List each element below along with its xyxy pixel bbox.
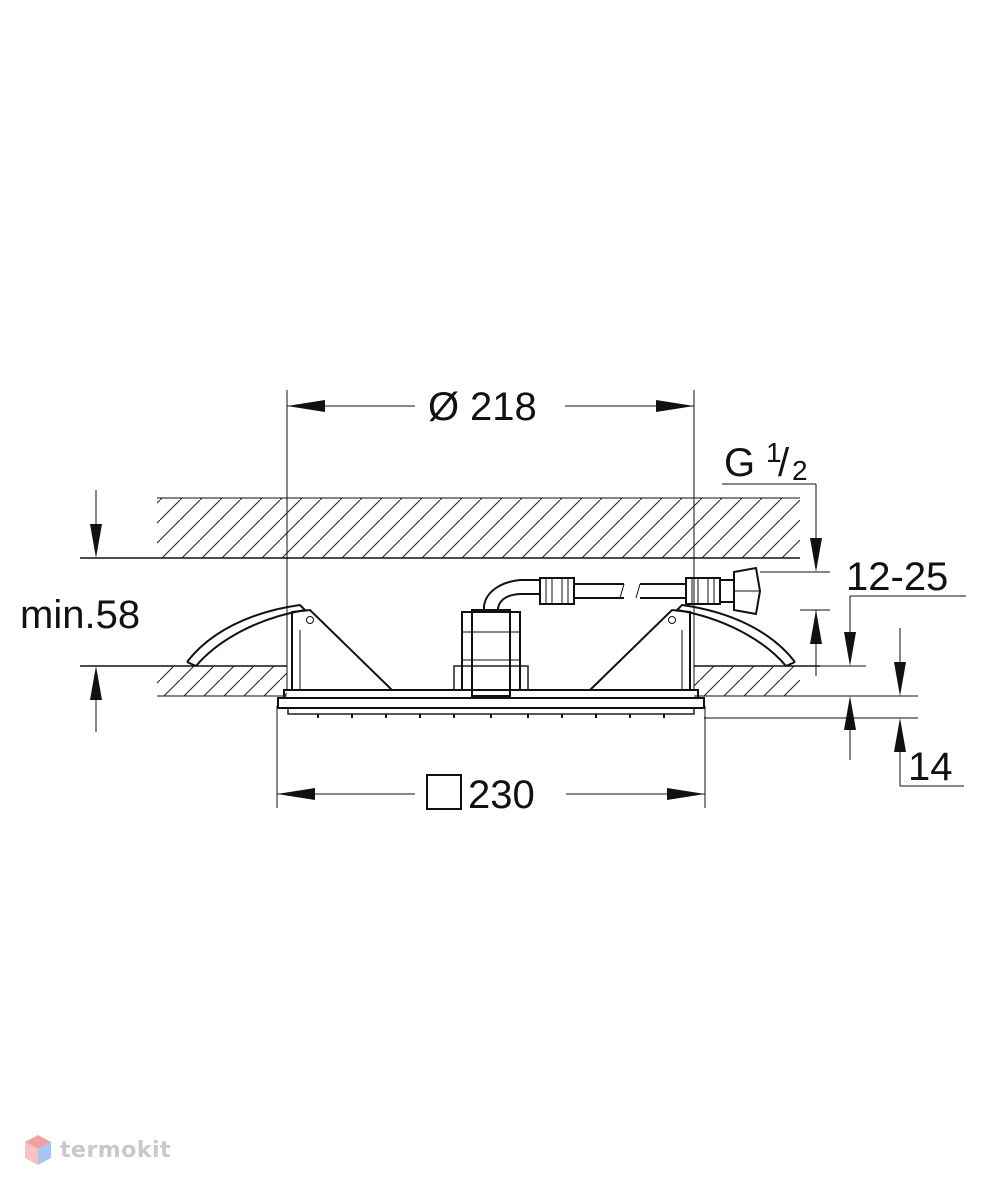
- diameter-symbol: Ø: [428, 385, 459, 429]
- left-spring-clip: [186, 603, 308, 667]
- thickness-dimension: [704, 628, 964, 787]
- thread-numerator: 1: [766, 437, 782, 468]
- face-plate: [277, 697, 705, 709]
- lower-ceiling-slab-left: [157, 666, 287, 696]
- square-value: 230: [468, 773, 535, 817]
- inlet-housing: [461, 611, 521, 691]
- thickness-value: 14: [908, 745, 953, 789]
- spray-nozzles: [317, 714, 665, 718]
- watermark: termokit: [24, 1134, 171, 1166]
- min-depth-label: min.58: [20, 593, 140, 637]
- thread-denominator: 2: [792, 455, 808, 486]
- hex-fitting: [733, 566, 762, 616]
- hose-nut-left: [539, 577, 575, 605]
- watermark-brand: termokit: [60, 1137, 172, 1163]
- diameter-dimension: [286, 390, 695, 690]
- thread-callout: [722, 483, 822, 572]
- diameter-value: 218: [470, 385, 537, 429]
- square-dimension: [276, 706, 706, 810]
- offset-range: 12-25: [846, 555, 948, 599]
- offset-dimension: [800, 595, 966, 676]
- supply-hose: [483, 566, 830, 616]
- thread-slash: /: [778, 441, 790, 485]
- thread-g: G: [724, 441, 755, 485]
- hose-nut-right: [685, 577, 721, 605]
- upper-ceiling-slab: [80, 497, 800, 559]
- shower-head-body: [186, 603, 796, 718]
- min-depth-dimension: [90, 490, 102, 732]
- lower-ceiling-slab-right: [694, 666, 800, 696]
- termokit-logo-icon: [25, 1135, 51, 1165]
- right-spring-clip: [674, 603, 796, 667]
- square-symbol-icon: [426, 774, 462, 810]
